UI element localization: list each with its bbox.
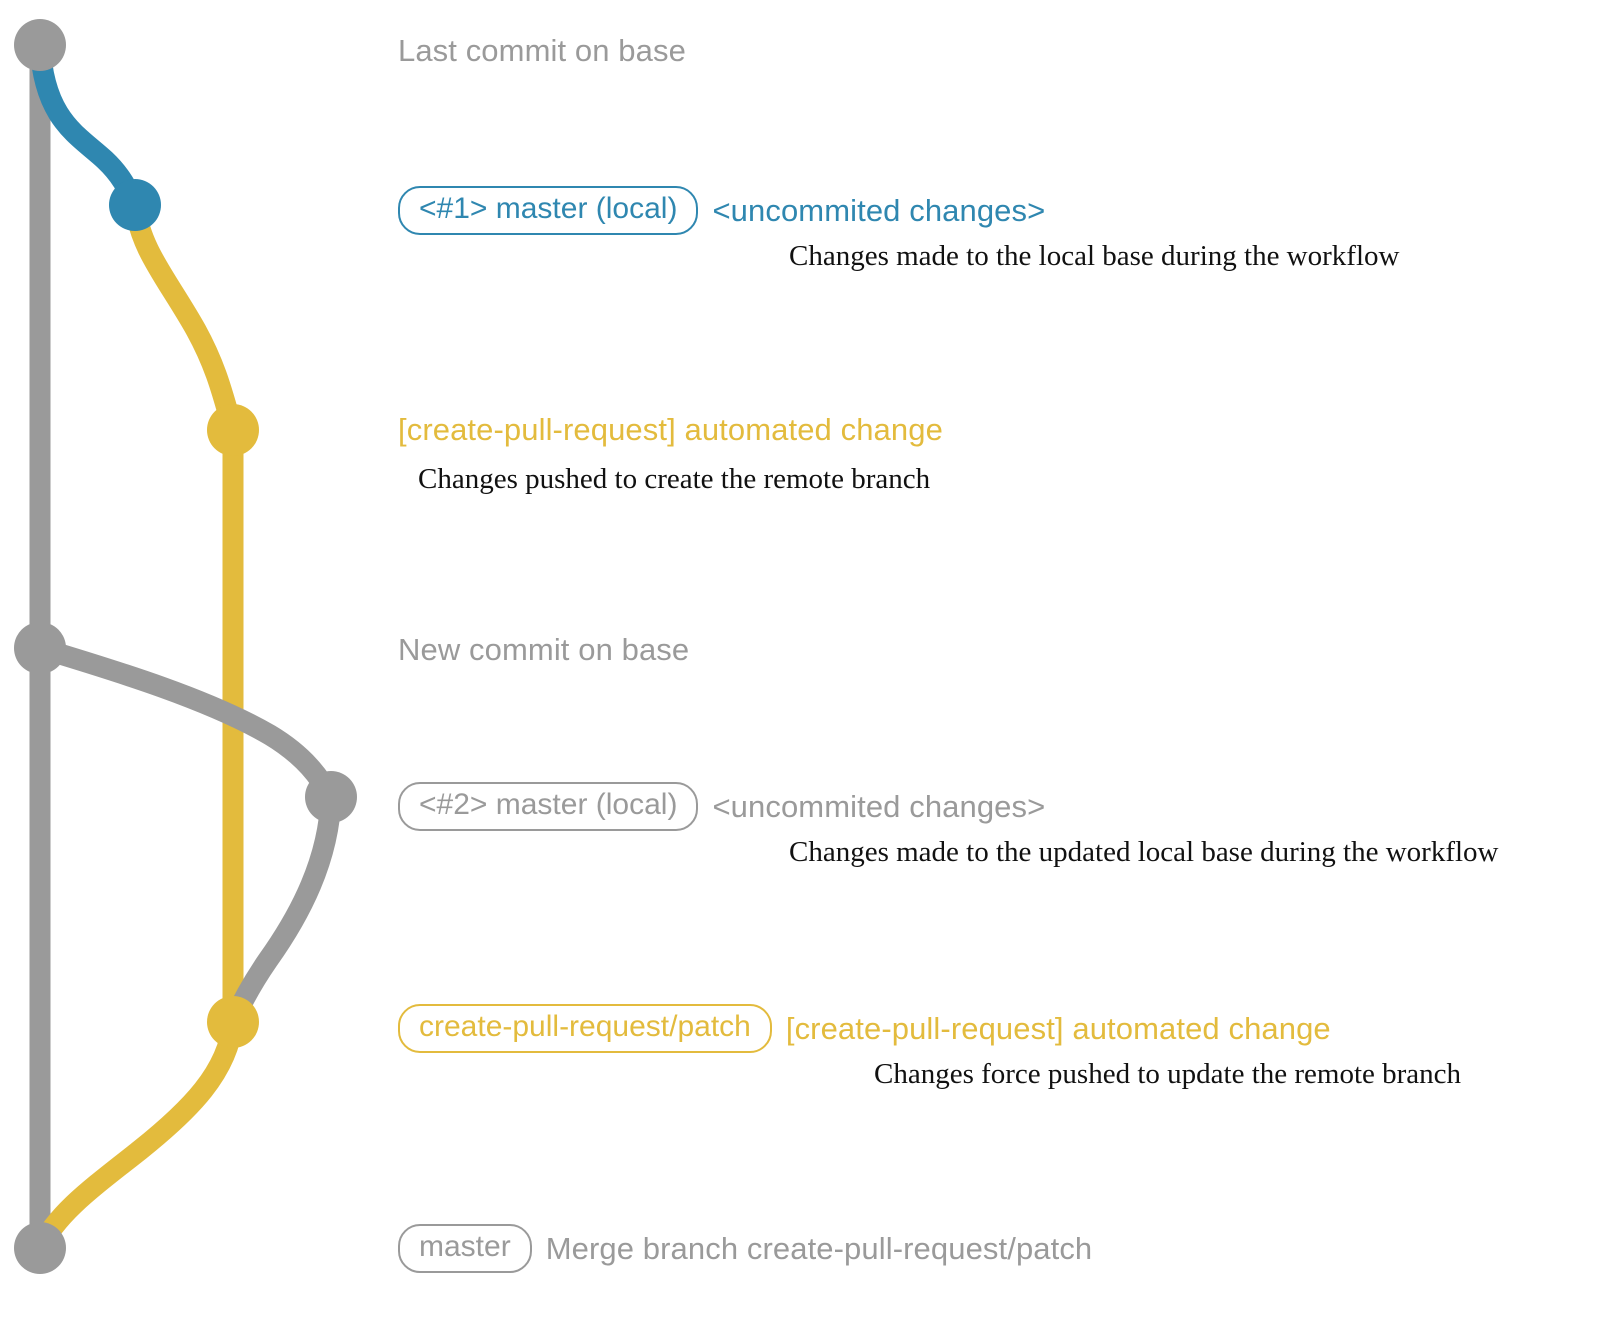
- branch-line-local-2: [29, 637, 342, 808]
- label-new-commit-on-base: New commit on base: [398, 632, 690, 667]
- label-last-commit-on-base: Last commit on base: [398, 33, 686, 68]
- branch-line-local-1: [29, 34, 146, 216]
- branch-line-local-2-down: [222, 786, 342, 1033]
- annotation-master-local-2: <#2> master (local) <uncommited changes>: [398, 782, 1045, 831]
- commit-graph: [14, 19, 357, 1274]
- description-automated-change-2: Changes force pushed to update the remot…: [874, 1058, 1462, 1090]
- commit-node-patch-1: [207, 404, 259, 456]
- commit-node-base-last: [14, 19, 66, 71]
- commit-node-local-1: [109, 179, 161, 231]
- annotation-automated-change-2: create-pull-request/patch [create-pull-r…: [398, 1004, 1331, 1053]
- badge-master-local-1[interactable]: <#1> master (local): [398, 186, 699, 235]
- message-uncommitted-changes-1: <uncommited changes>: [712, 192, 1046, 228]
- branch-line-merge: [29, 1011, 244, 1259]
- badge-master[interactable]: master: [398, 1224, 532, 1273]
- annotation-master-local-1: <#1> master (local) <uncommited changes>: [398, 186, 1045, 235]
- annotation-merge-commit: master Merge branch create-pull-request/…: [398, 1224, 1092, 1273]
- message-merge-branch: Merge branch create-pull-request/patch: [545, 1230, 1093, 1266]
- commit-node-patch-2: [207, 996, 259, 1048]
- badge-create-pull-request-patch[interactable]: create-pull-request/patch: [398, 1004, 772, 1053]
- commit-node-merge: [14, 1222, 66, 1274]
- badge-master-local-2[interactable]: <#2> master (local): [398, 782, 699, 831]
- message-automated-change-1: [create-pull-request] automated change: [398, 412, 943, 447]
- description-master-local-2: Changes made to the updated local base d…: [789, 836, 1499, 868]
- description-master-local-1: Changes made to the local base during th…: [789, 240, 1400, 272]
- commit-node-local-2: [305, 771, 357, 823]
- annotation-automated-change-1: [create-pull-request] automated change: [398, 412, 943, 448]
- commit-node-base-new: [14, 622, 66, 674]
- message-automated-change-2: [create-pull-request] automated change: [785, 1010, 1331, 1046]
- description-automated-change-1: Changes pushed to create the remote bran…: [418, 463, 931, 495]
- message-uncommitted-changes-2: <uncommited changes>: [712, 788, 1046, 824]
- branch-line-patch: [124, 194, 244, 1033]
